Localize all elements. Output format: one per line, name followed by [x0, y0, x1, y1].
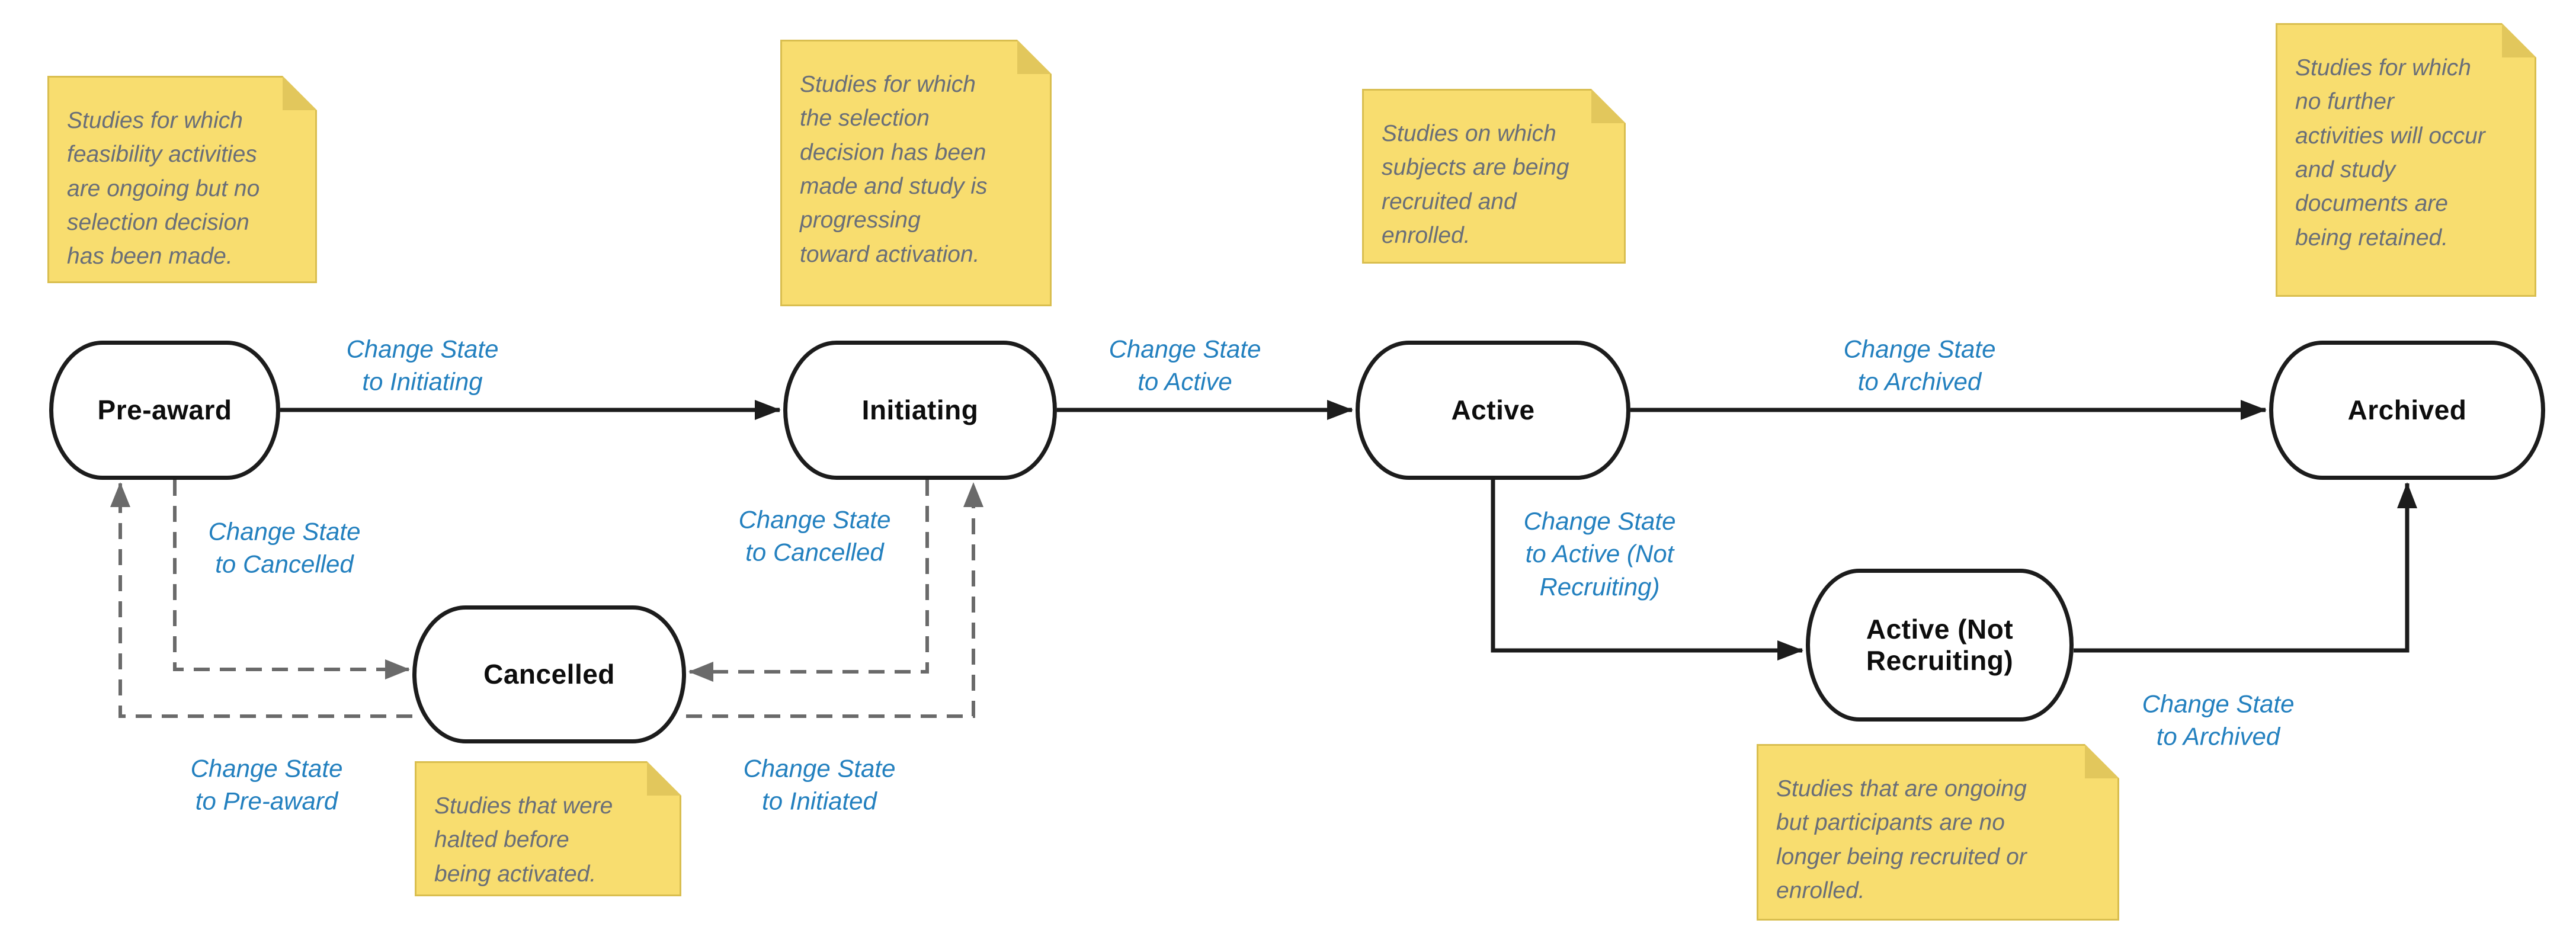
edge-label-to-cancelled-right: Change State to Cancelled	[738, 505, 891, 566]
edge-label-to-archived-top: Change State to Archived	[1843, 335, 1996, 396]
sticky-note-text: Studies on which subjects are being recr…	[1382, 121, 1569, 248]
edge-label-to-pre-award: Change State to Pre-award	[190, 754, 343, 815]
sticky-note-active-not-recruiting: Studies that are ongoing but participant…	[1757, 744, 2119, 921]
folded-corner-icon	[1017, 40, 1052, 74]
edge-cancelled-to-pre-award	[110, 482, 412, 718]
state-node-archived: Archived	[2269, 341, 2545, 480]
state-node-cancelled: Cancelled	[412, 605, 686, 743]
edge-label-to-active: Change State to Active	[1108, 335, 1261, 396]
edge-label-to-cancelled-left: Change State to Cancelled	[208, 517, 361, 578]
state-node-label: Active (Not Recruiting)	[1866, 614, 2014, 676]
edge-label-to-initiating: Change State to Initiating	[346, 335, 499, 396]
state-node-active: Active	[1356, 341, 1630, 480]
state-node-pre-award: Pre-award	[49, 341, 280, 480]
edge-label-to-active-not-recruiting: Change State to Active (Not Recruiting)	[1523, 506, 1676, 601]
edge-active-not-recruiting-to-archived	[2074, 482, 2417, 653]
sticky-note-pre-award: Studies for which feasibility activities…	[47, 76, 317, 283]
folded-corner-icon	[647, 761, 681, 796]
edge-active-to-active-not-recruiting	[1491, 480, 1803, 661]
state-node-label: Cancelled	[483, 659, 615, 690]
edge-cancelled-to-initiating	[686, 482, 983, 718]
folded-corner-icon	[2085, 744, 2119, 778]
state-node-label: Initiating	[861, 395, 979, 426]
sticky-note-initiating: Studies for which the selection decision…	[780, 40, 1052, 306]
edge-pre-award-to-cancelled	[173, 480, 410, 679]
sticky-note-text: Studies that are ongoing but participant…	[1776, 776, 2027, 903]
sticky-note-text: Studies for which no further activities …	[2295, 55, 2485, 251]
edge-label-to-archived-bottom: Change State to Archived	[2142, 690, 2295, 751]
sticky-note-cancelled: Studies that were halted before being ac…	[415, 761, 681, 896]
folded-corner-icon	[1591, 89, 1626, 123]
edge-initiating-to-cancelled	[688, 480, 929, 682]
state-node-label: Archived	[2347, 395, 2467, 426]
sticky-note-text: Studies for which the selection decision…	[800, 72, 988, 267]
folded-corner-icon	[2502, 23, 2536, 57]
sticky-note-text: Studies for which feasibility activities…	[67, 108, 260, 270]
state-node-initiating: Initiating	[783, 341, 1057, 480]
sticky-note-active: Studies on which subjects are being recr…	[1362, 89, 1626, 264]
folded-corner-icon	[283, 76, 317, 110]
sticky-note-text: Studies that were halted before being ac…	[434, 793, 613, 887]
state-node-label: Active	[1451, 395, 1535, 426]
sticky-note-archived: Studies for which no further activities …	[2276, 23, 2536, 297]
state-node-active-not-recruiting: Active (Not Recruiting)	[1806, 569, 2074, 722]
edge-label-to-initiated: Change State to Initiated	[743, 754, 896, 815]
state-node-label: Pre-award	[97, 395, 232, 426]
